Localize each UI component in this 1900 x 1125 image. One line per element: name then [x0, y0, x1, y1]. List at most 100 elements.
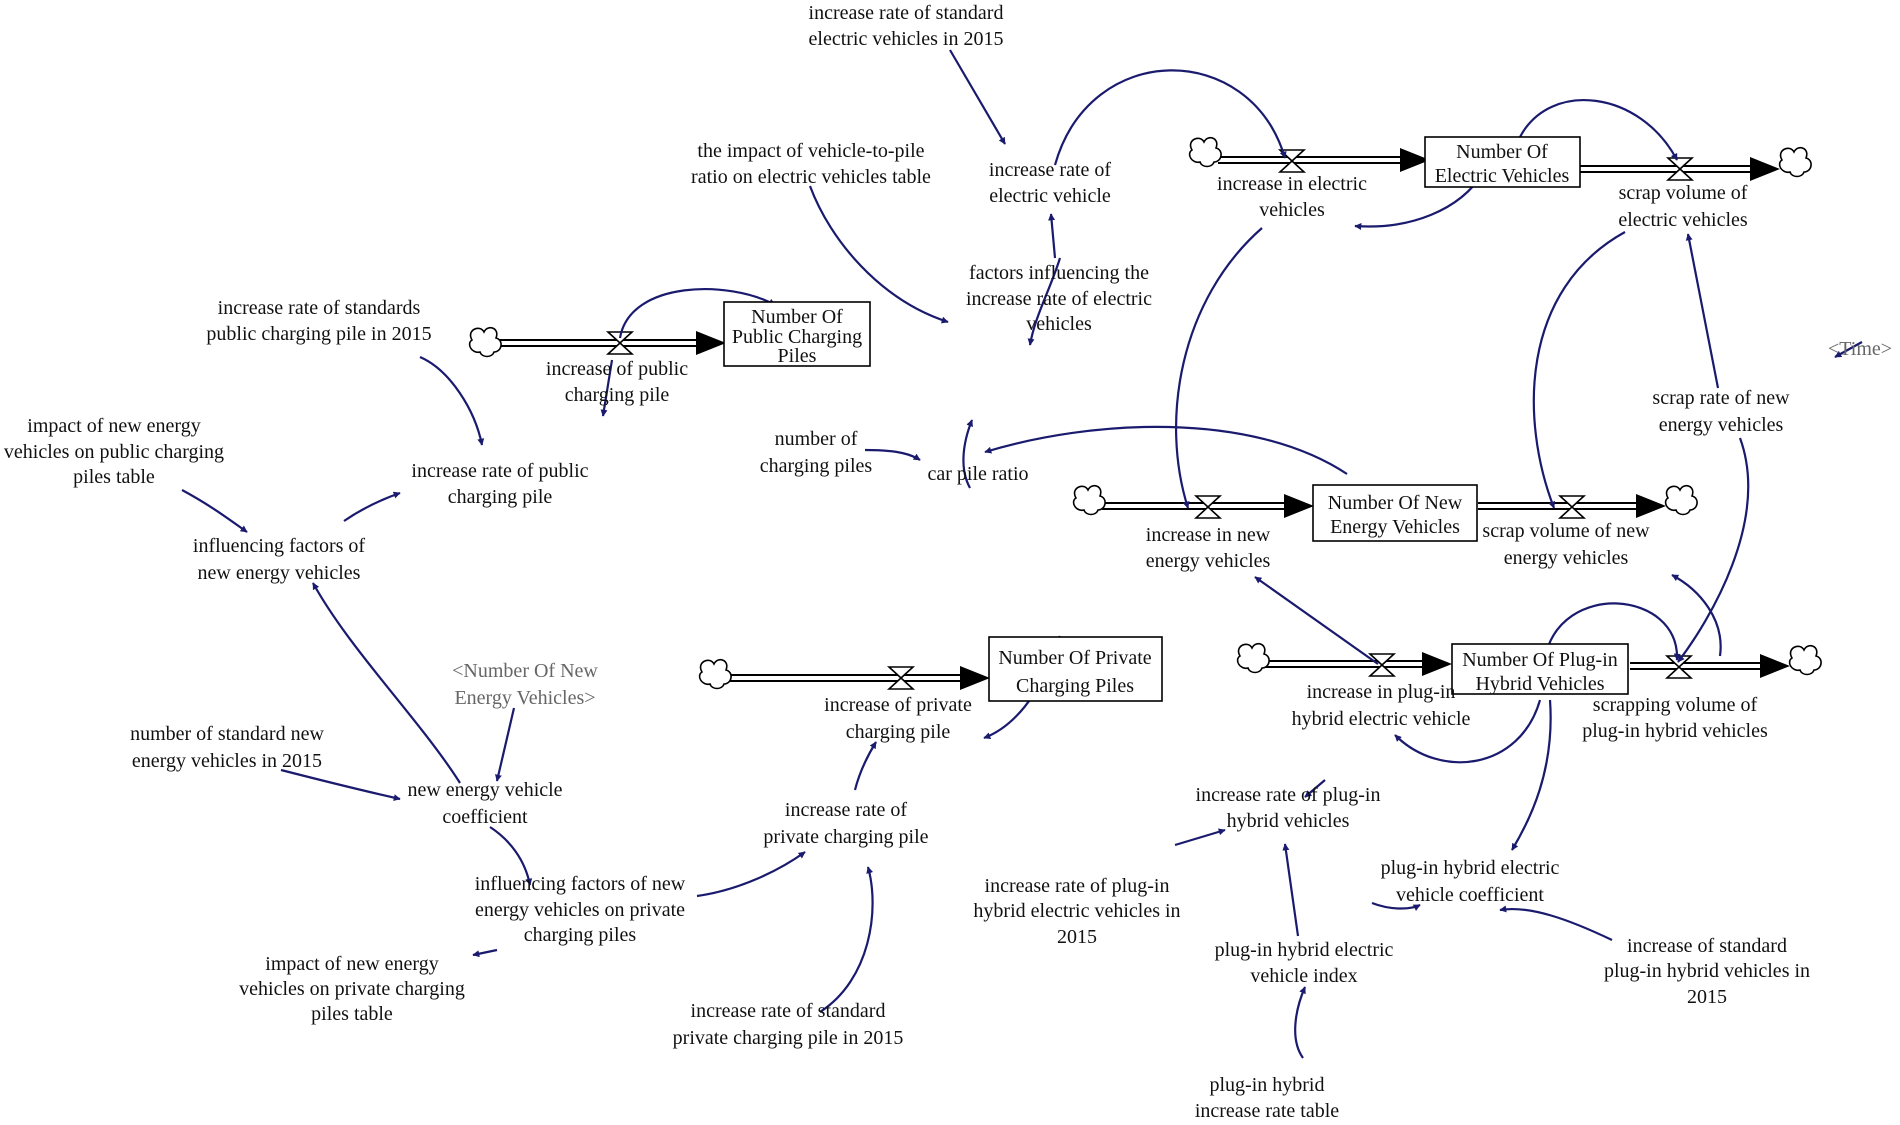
flow-increase-in-new-energy-vehicles[interactable]: increase in new energy vehicles — [1146, 524, 1271, 572]
cloud-icon — [468, 326, 502, 358]
flow-increase-of-public-charging-pile[interactable]: increase of public charging pile — [546, 358, 688, 406]
variable-label: factors influencing the — [969, 262, 1149, 284]
variable-label: vehicles on public charging — [4, 441, 224, 463]
variable-label: impact of new energy — [265, 953, 438, 975]
variable-label: increase rate of public — [411, 460, 588, 482]
flow-pipe-public — [498, 331, 726, 355]
flow-label: charging pile — [565, 384, 670, 406]
variable-label: new energy vehicle — [407, 779, 562, 801]
flow-label: energy vehicles — [1504, 547, 1629, 569]
flow-pipe-private — [728, 666, 990, 690]
var-number-of-standard-new-energy-vehicles-2015[interactable]: number of standard new energy vehicles i… — [130, 723, 324, 772]
stock-number-of-plug-in-hybrid-vehicles[interactable]: Number Of Plug-in Hybrid Vehicles — [1451, 643, 1629, 695]
flow-label: charging pile — [846, 721, 951, 743]
stock-number-of-private-charging-piles[interactable]: Number Of Private Charging Piles — [988, 636, 1163, 702]
stock-label: Public Charging — [732, 326, 862, 348]
var-increase-rate-of-standard-electric-vehicles-2015[interactable]: increase rate of standard electric vehic… — [809, 2, 1004, 50]
var-scrap-rate-of-new-energy-vehicles[interactable]: scrap rate of new energy vehicles — [1652, 387, 1790, 436]
cloud-icon — [1778, 146, 1812, 178]
var-increase-rate-of-electric-vehicle[interactable]: increase rate of electric vehicle — [989, 159, 1111, 207]
causal-links — [181, 49, 1863, 1059]
cloud-icon — [1188, 136, 1222, 168]
shadow-var-number-of-new-energy-vehicles[interactable]: <Number Of New Energy Vehicles> — [452, 660, 598, 709]
var-new-energy-vehicle-coefficient[interactable]: new energy vehicle coefficient — [407, 779, 562, 828]
cloud-icon — [698, 658, 732, 690]
var-increase-rate-of-plug-in-hybrid-electric-vehicles-2015[interactable]: increase rate of plug-in hybrid electric… — [973, 875, 1180, 948]
variable-label: increase rate of — [785, 799, 907, 821]
flow-label: increase of public — [546, 358, 688, 380]
var-plug-in-hybrid-increase-rate-table[interactable]: plug-in hybrid increase rate table — [1195, 1074, 1339, 1122]
variable-label: plug-in hybrid electric — [1215, 939, 1394, 961]
flow-pipe-plugin — [1265, 652, 1790, 678]
var-increase-rate-of-private-charging-pile[interactable]: increase rate of private charging pile — [763, 799, 928, 848]
variable-label: vehicle coefficient — [1396, 884, 1544, 906]
flow-pipe-electric — [1218, 148, 1780, 181]
var-car-pile-ratio[interactable]: car pile ratio — [927, 463, 1028, 485]
flow-label: vehicles — [1259, 199, 1325, 221]
shadow-var-time[interactable]: <Time> — [1828, 338, 1892, 360]
var-impact-of-vehicle-to-pile-ratio-table[interactable]: the impact of vehicle-to-pile ratio on e… — [691, 140, 931, 188]
stock-number-of-electric-vehicles[interactable]: Number Of Electric Vehicles — [1424, 136, 1581, 188]
flow-label: hybrid electric vehicle — [1292, 708, 1471, 730]
flow-scrap-volume-of-electric-vehicles[interactable]: scrap volume of electric vehicles — [1618, 182, 1748, 231]
variable-label: hybrid electric vehicles in — [973, 900, 1180, 922]
variable-label: plug-in hybrid electric — [1381, 857, 1560, 879]
flow-label: scrap volume of new — [1482, 520, 1650, 542]
variable-label: 2015 — [1687, 986, 1727, 1008]
variable-label: vehicles on private charging — [239, 978, 465, 1000]
variable-label: new energy vehicles — [198, 562, 361, 584]
var-plug-in-hybrid-electric-vehicle-coefficient[interactable]: plug-in hybrid electric vehicle coeffici… — [1381, 857, 1560, 906]
stock-number-of-public-charging-piles[interactable]: Number Of Public Charging Piles — [723, 301, 871, 367]
flow-label: plug-in hybrid vehicles — [1582, 720, 1768, 742]
flow-label: energy vehicles — [1146, 550, 1271, 572]
var-increase-rate-of-plug-in-hybrid-vehicles[interactable]: increase rate of plug-in hybrid vehicles — [1196, 784, 1381, 832]
variable-label: car pile ratio — [927, 463, 1028, 485]
flow-increase-of-private-charging-pile[interactable]: increase of private charging pile — [824, 694, 972, 743]
flow-scrapping-volume-of-plug-in-hybrid-vehicles[interactable]: scrapping volume of plug-in hybrid vehic… — [1582, 694, 1768, 742]
flow-scrap-volume-of-new-energy-vehicles[interactable]: scrap volume of new energy vehicles — [1482, 520, 1650, 569]
var-increase-of-standard-plug-in-hybrid-vehicles-2015[interactable]: increase of standard plug-in hybrid vehi… — [1604, 935, 1810, 1008]
variable-label: increase rate of standard — [809, 2, 1004, 24]
variable-label: ratio on electric vehicles table — [691, 166, 931, 188]
cloud-icon — [1788, 644, 1822, 676]
variable-label: private charging pile — [763, 826, 928, 848]
var-impact-of-new-energy-vehicles-on-private-charging-piles-table[interactable]: impact of new energy vehicles on private… — [239, 953, 465, 1025]
variable-label: plug-in hybrid vehicles in — [1604, 960, 1810, 982]
flow-label: increase in electric — [1217, 173, 1367, 195]
variable-label: number of — [775, 428, 858, 450]
flow-label: increase in new — [1146, 524, 1271, 546]
var-increase-rate-of-public-charging-pile[interactable]: increase rate of public charging pile — [411, 460, 588, 508]
cloud-icon — [1236, 642, 1270, 674]
flow-increase-in-electric-vehicles[interactable]: increase in electric vehicles — [1217, 173, 1367, 221]
stock-label: Hybrid Vehicles — [1475, 673, 1604, 695]
var-influencing-factors-of-new-energy-vehicles[interactable]: influencing factors of new energy vehicl… — [193, 535, 365, 584]
var-impact-of-new-energy-vehicles-on-public-charging-piles-table[interactable]: impact of new energy vehicles on public … — [4, 415, 224, 488]
flow-increase-in-plug-in-hybrid-electric-vehicle[interactable]: increase in plug-in hybrid electric vehi… — [1292, 681, 1471, 730]
stock-label: Number Of — [751, 306, 843, 328]
variable-label: charging piles — [524, 924, 637, 946]
variable-label: public charging pile in 2015 — [206, 323, 431, 345]
variable-label: 2015 — [1057, 926, 1097, 948]
stock-label: Number Of Plug-in — [1462, 649, 1618, 671]
variable-label: increase rate of plug-in — [985, 875, 1170, 897]
variable-label: plug-in hybrid — [1210, 1074, 1325, 1096]
variable-label: electric vehicle — [989, 185, 1111, 207]
var-number-of-charging-piles[interactable]: number of charging piles — [760, 428, 873, 477]
variable-label: increase rate of standards — [218, 297, 421, 319]
flow-label: scrap volume of — [1619, 182, 1748, 204]
variable-label: influencing factors of new — [475, 873, 686, 895]
var-increase-rate-of-standard-private-charging-pile-2015[interactable]: increase rate of standard private chargi… — [673, 1000, 904, 1049]
variable-label: the impact of vehicle-to-pile — [697, 140, 924, 162]
var-increase-rate-of-standards-public-charging-pile-2015[interactable]: increase rate of standards public chargi… — [206, 297, 431, 345]
variable-label: impact of new energy — [27, 415, 200, 437]
stock-number-of-new-energy-vehicles[interactable]: Number Of New Energy Vehicles — [1312, 484, 1478, 542]
var-influencing-factors-on-private-charging-piles[interactable]: influencing factors of new energy vehicl… — [475, 873, 686, 946]
variable-label: energy vehicles on private — [475, 899, 685, 921]
valve-icon — [1193, 495, 1223, 519]
var-factors-influencing-increase-rate-of-electric-vehicles[interactable]: factors influencing the increase rate of… — [966, 262, 1152, 335]
stock-label: Energy Vehicles — [1330, 516, 1460, 538]
valve-icon — [1665, 157, 1695, 181]
var-plug-in-hybrid-electric-vehicle-index[interactable]: plug-in hybrid electric vehicle index — [1215, 939, 1394, 987]
variable-label: scrap rate of new — [1652, 387, 1790, 409]
variable-label: energy vehicles — [1659, 414, 1784, 436]
